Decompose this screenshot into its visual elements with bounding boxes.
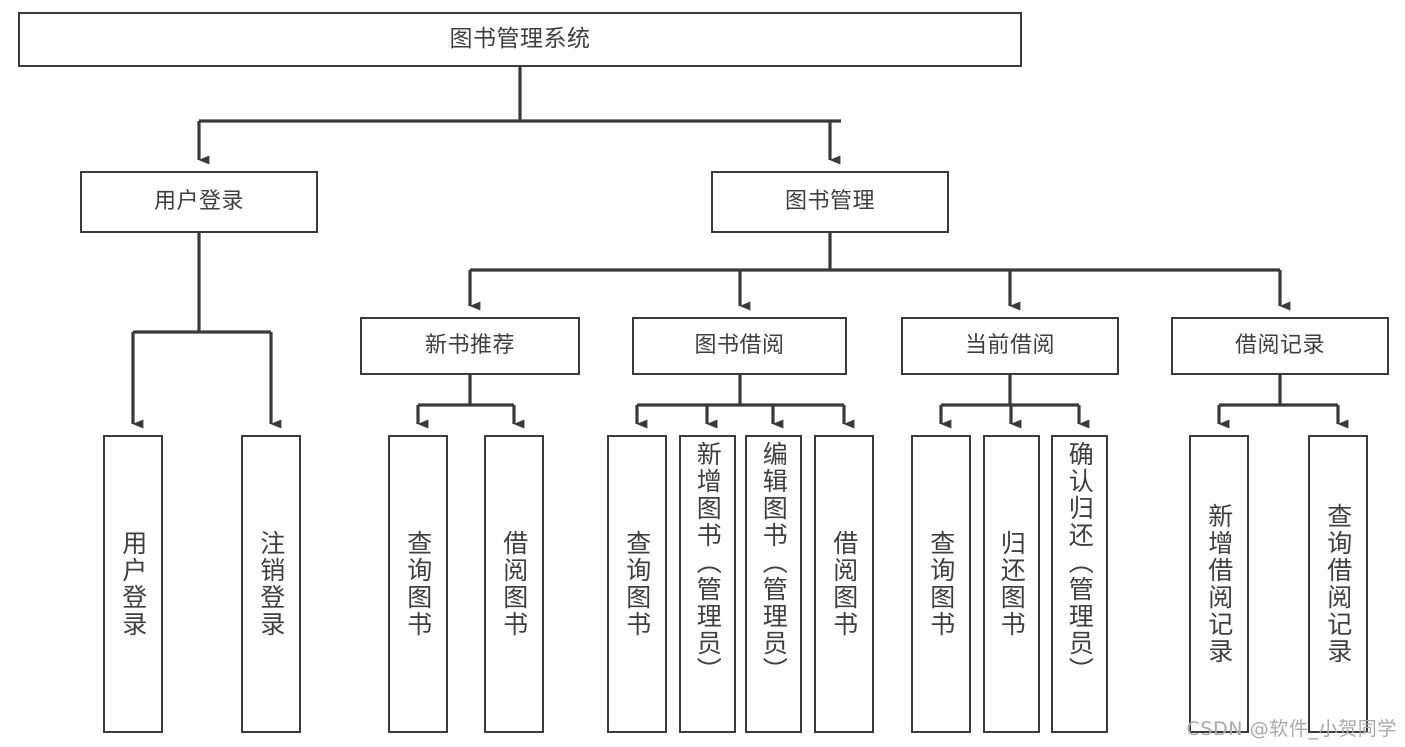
- node-leaf-logout[interactable]: 注销登录: [241, 435, 301, 733]
- node-leaf-confirm-return-label: 确认归还（管理员）: [1065, 441, 1095, 684]
- node-leaf-add-record-label: 新增借阅记录: [1204, 503, 1234, 665]
- node-user-login[interactable]: 用户登录: [80, 171, 318, 233]
- node-borrow-record-label: 借阅记录: [1234, 332, 1325, 358]
- node-leaf-edit-book[interactable]: 编辑图书（管理员）: [745, 435, 802, 733]
- node-leaf-borrow-book-recommend-label: 借阅图书: [499, 530, 529, 638]
- node-leaf-add-book-label: 新增图书（管理员）: [693, 441, 723, 684]
- node-leaf-borrow-book-label: 借阅图书: [829, 530, 859, 638]
- node-leaf-return-book-label: 归还图书: [997, 530, 1027, 638]
- node-leaf-query-book-recommend[interactable]: 查询图书: [388, 435, 448, 733]
- node-leaf-user-login-label: 用户登录: [118, 530, 148, 638]
- node-book-borrow[interactable]: 图书借阅: [632, 317, 847, 375]
- node-leaf-query-book-current-label: 查询图书: [926, 530, 956, 638]
- node-book-borrow-label: 图书借阅: [694, 332, 785, 358]
- node-leaf-borrow-book-recommend[interactable]: 借阅图书: [484, 435, 544, 733]
- node-current-borrow[interactable]: 当前借阅: [901, 317, 1119, 375]
- node-leaf-query-book-recommend-label: 查询图书: [403, 530, 433, 638]
- node-root-system[interactable]: 图书管理系统: [18, 12, 1022, 67]
- node-borrow-record[interactable]: 借阅记录: [1171, 317, 1389, 375]
- node-current-borrow-label: 当前借阅: [964, 332, 1055, 358]
- watermark-text: CSDN @软件_小贺同学: [1186, 718, 1397, 740]
- node-book-manage-label: 图书管理: [784, 188, 875, 214]
- node-leaf-query-record[interactable]: 查询借阅记录: [1308, 435, 1368, 733]
- node-leaf-confirm-return[interactable]: 确认归还（管理员）: [1051, 435, 1108, 733]
- node-leaf-edit-book-label: 编辑图书（管理员）: [759, 441, 789, 684]
- node-book-manage[interactable]: 图书管理: [711, 171, 949, 233]
- node-leaf-user-login[interactable]: 用户登录: [103, 435, 163, 733]
- node-leaf-query-book-current[interactable]: 查询图书: [911, 435, 971, 733]
- node-leaf-query-record-label: 查询借阅记录: [1323, 503, 1353, 665]
- node-leaf-add-record[interactable]: 新增借阅记录: [1189, 435, 1249, 733]
- node-leaf-borrow-book[interactable]: 借阅图书: [814, 435, 874, 733]
- node-user-login-label: 用户登录: [153, 188, 244, 214]
- node-leaf-logout-label: 注销登录: [256, 530, 286, 638]
- node-leaf-query-book-borrow[interactable]: 查询图书: [607, 435, 667, 733]
- node-new-book-recommend-label: 新书推荐: [424, 332, 515, 358]
- node-leaf-return-book[interactable]: 归还图书: [983, 435, 1040, 733]
- node-leaf-add-book[interactable]: 新增图书（管理员）: [679, 435, 736, 733]
- node-root-label: 图书管理系统: [449, 25, 591, 52]
- node-leaf-query-book-borrow-label: 查询图书: [622, 530, 652, 638]
- node-new-book-recommend[interactable]: 新书推荐: [360, 317, 580, 375]
